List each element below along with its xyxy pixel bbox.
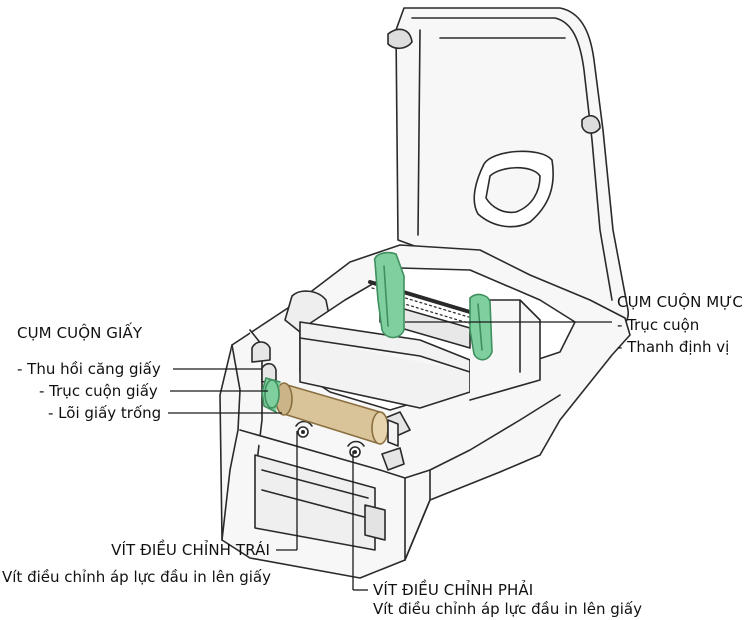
ribbon-group-item-guide: - Thanh định vị xyxy=(617,338,730,356)
leader-lines xyxy=(168,321,612,591)
right-screw-title: VÍT ĐIỀU CHỈNH PHẢI xyxy=(373,581,534,599)
left-screw-title: VÍT ĐIỀU CHỈNH TRÁI xyxy=(111,541,270,559)
printer-body xyxy=(219,244,631,579)
paper-core xyxy=(261,377,399,447)
ribbon-group-title: CỤM CUỘN MỰC xyxy=(617,293,743,311)
paper-group-item-spindle: - Trục cuộn giấy xyxy=(39,382,158,400)
paper-group-title: CỤM CUỘN GIẤY xyxy=(17,324,143,342)
ribbon-holder xyxy=(373,251,493,361)
ribbon-group-item-spindle: - Trục cuộn xyxy=(617,316,700,334)
paper-group-item-core: - Lõi giấy trống xyxy=(48,404,162,422)
right-screw-desc: Vít điều chỉnh áp lực đầu in lên giấy xyxy=(373,600,643,618)
left-screw-desc: Vít điều chỉnh áp lực đầu in lên giấy xyxy=(2,568,272,586)
paper-group-item-tension: - Thu hồi căng giấy xyxy=(17,360,161,378)
